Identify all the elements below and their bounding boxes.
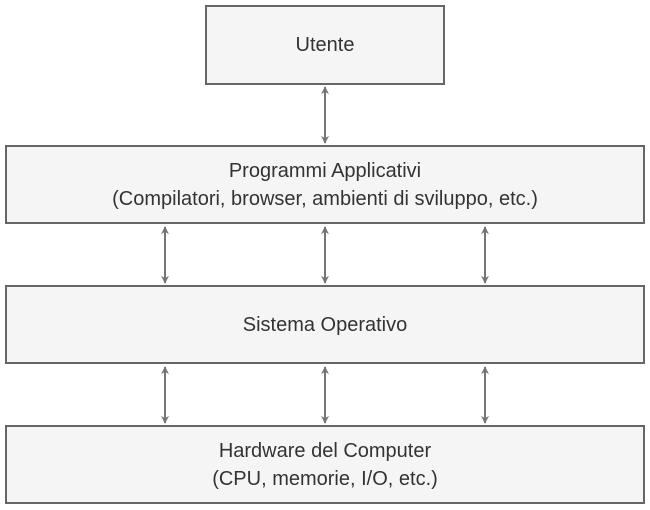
layer-user: Utente <box>205 5 445 85</box>
layer-os-title: Sistema Operativo <box>242 313 408 336</box>
layer-applications-title: Programmi Applicativi <box>228 159 422 182</box>
layer-hardware-subtitle: (CPU, memorie, I/O, etc.) <box>212 467 438 490</box>
layer-user-title: Utente <box>295 34 355 56</box>
layer-hardware-title: Hardware del Computer <box>218 439 432 462</box>
layer-operating-system: Sistema Operativo <box>5 285 645 364</box>
layer-hardware: Hardware del Computer (CPU, memorie, I/O… <box>5 425 645 504</box>
layer-applications: Programmi Applicativi (Compilatori, brow… <box>5 145 645 224</box>
layer-applications-subtitle: (Compilatori, browser, ambienti di svilu… <box>112 187 538 210</box>
